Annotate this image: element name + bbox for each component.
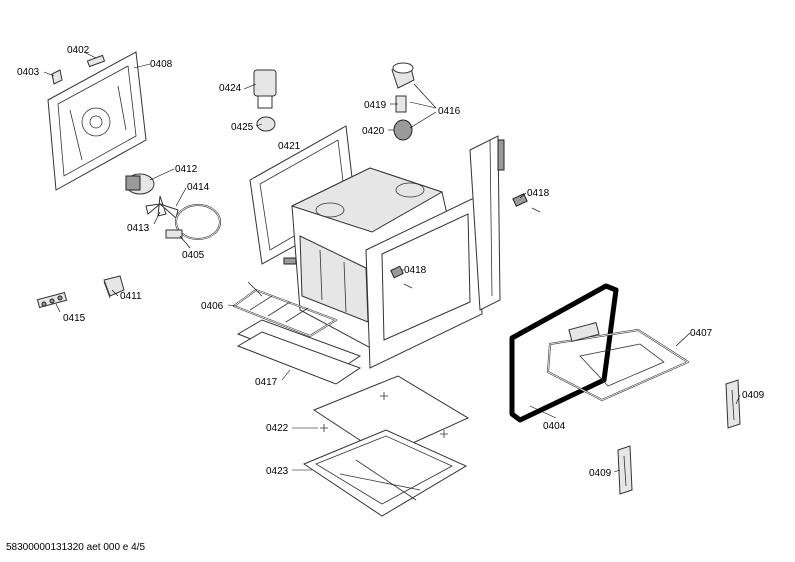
leader-lines	[43, 52, 741, 473]
callout-0418-lower: 0418	[404, 265, 427, 276]
callout-0407: 0407	[690, 328, 713, 339]
ring-heater-part	[165, 204, 221, 240]
callout-0415: 0415	[63, 313, 86, 324]
callout-0405: 0405	[182, 250, 205, 261]
callout-0421: 0421	[278, 141, 301, 152]
document-id: 58300000131320 aet 000 e 4/5	[6, 542, 146, 553]
hinge-part-lower	[617, 445, 633, 495]
callout-0406: 0406	[201, 301, 224, 312]
callout-0413: 0413	[127, 223, 150, 234]
knob-parts	[391, 62, 415, 141]
callout-0403: 0403	[17, 67, 40, 78]
bottom-tray-part	[302, 429, 468, 517]
callout-0402: 0402	[67, 45, 90, 56]
back-panel-part	[47, 51, 147, 191]
lamp-part	[253, 69, 277, 132]
callout-labels: 0402 0403 0408 0424 0425 0419 0416 0420 …	[17, 45, 765, 479]
callout-0424: 0424	[219, 83, 242, 94]
callout-0425: 0425	[231, 122, 254, 133]
insulation-part	[236, 319, 362, 385]
callout-0419: 0419	[364, 100, 387, 111]
callout-0412: 0412	[175, 164, 198, 175]
callout-0409-lower: 0409	[589, 468, 612, 479]
callout-0422: 0422	[266, 423, 289, 434]
door-gasket-part	[509, 283, 619, 423]
lower-heater-part	[233, 281, 337, 337]
callout-0408: 0408	[150, 59, 173, 70]
fan-motor-part	[125, 173, 179, 219]
front-frame-part	[365, 135, 541, 369]
callout-0418-upper: 0418	[527, 188, 550, 199]
callout-0417: 0417	[255, 377, 278, 388]
callout-0420: 0420	[362, 126, 385, 137]
callout-0414: 0414	[187, 182, 210, 193]
callout-0423: 0423	[266, 466, 289, 477]
terminal-parts	[36, 275, 125, 309]
hinge-part-upper	[725, 379, 741, 429]
callout-0404: 0404	[543, 421, 566, 432]
callout-0409-upper: 0409	[742, 390, 765, 401]
callout-0411: 0411	[120, 291, 142, 302]
grill-heater-part	[547, 321, 689, 401]
callout-0416: 0416	[438, 106, 461, 117]
